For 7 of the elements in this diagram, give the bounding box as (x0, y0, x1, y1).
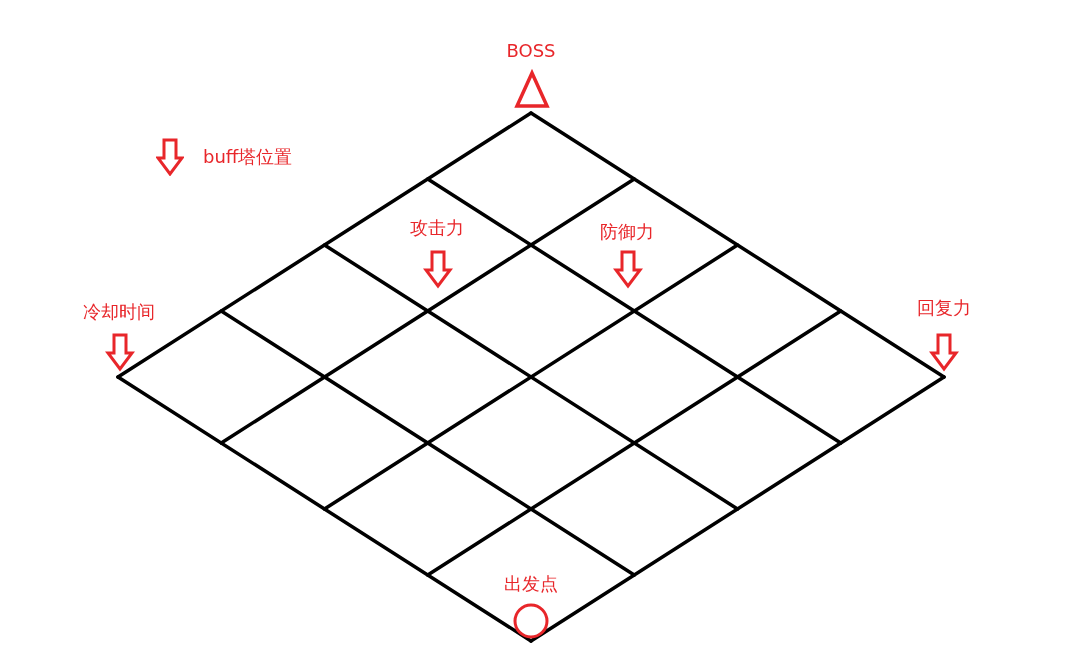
marker-label: BOSS (506, 42, 556, 60)
marker-label: 防御力 (600, 223, 654, 241)
marker-label: 冷却时间 (83, 303, 155, 321)
marker-label: 回复力 (917, 299, 971, 317)
legend-label: buff塔位置 (203, 148, 293, 166)
marker-label: 出发点 (504, 575, 558, 593)
marker-label: 攻击力 (410, 219, 464, 237)
